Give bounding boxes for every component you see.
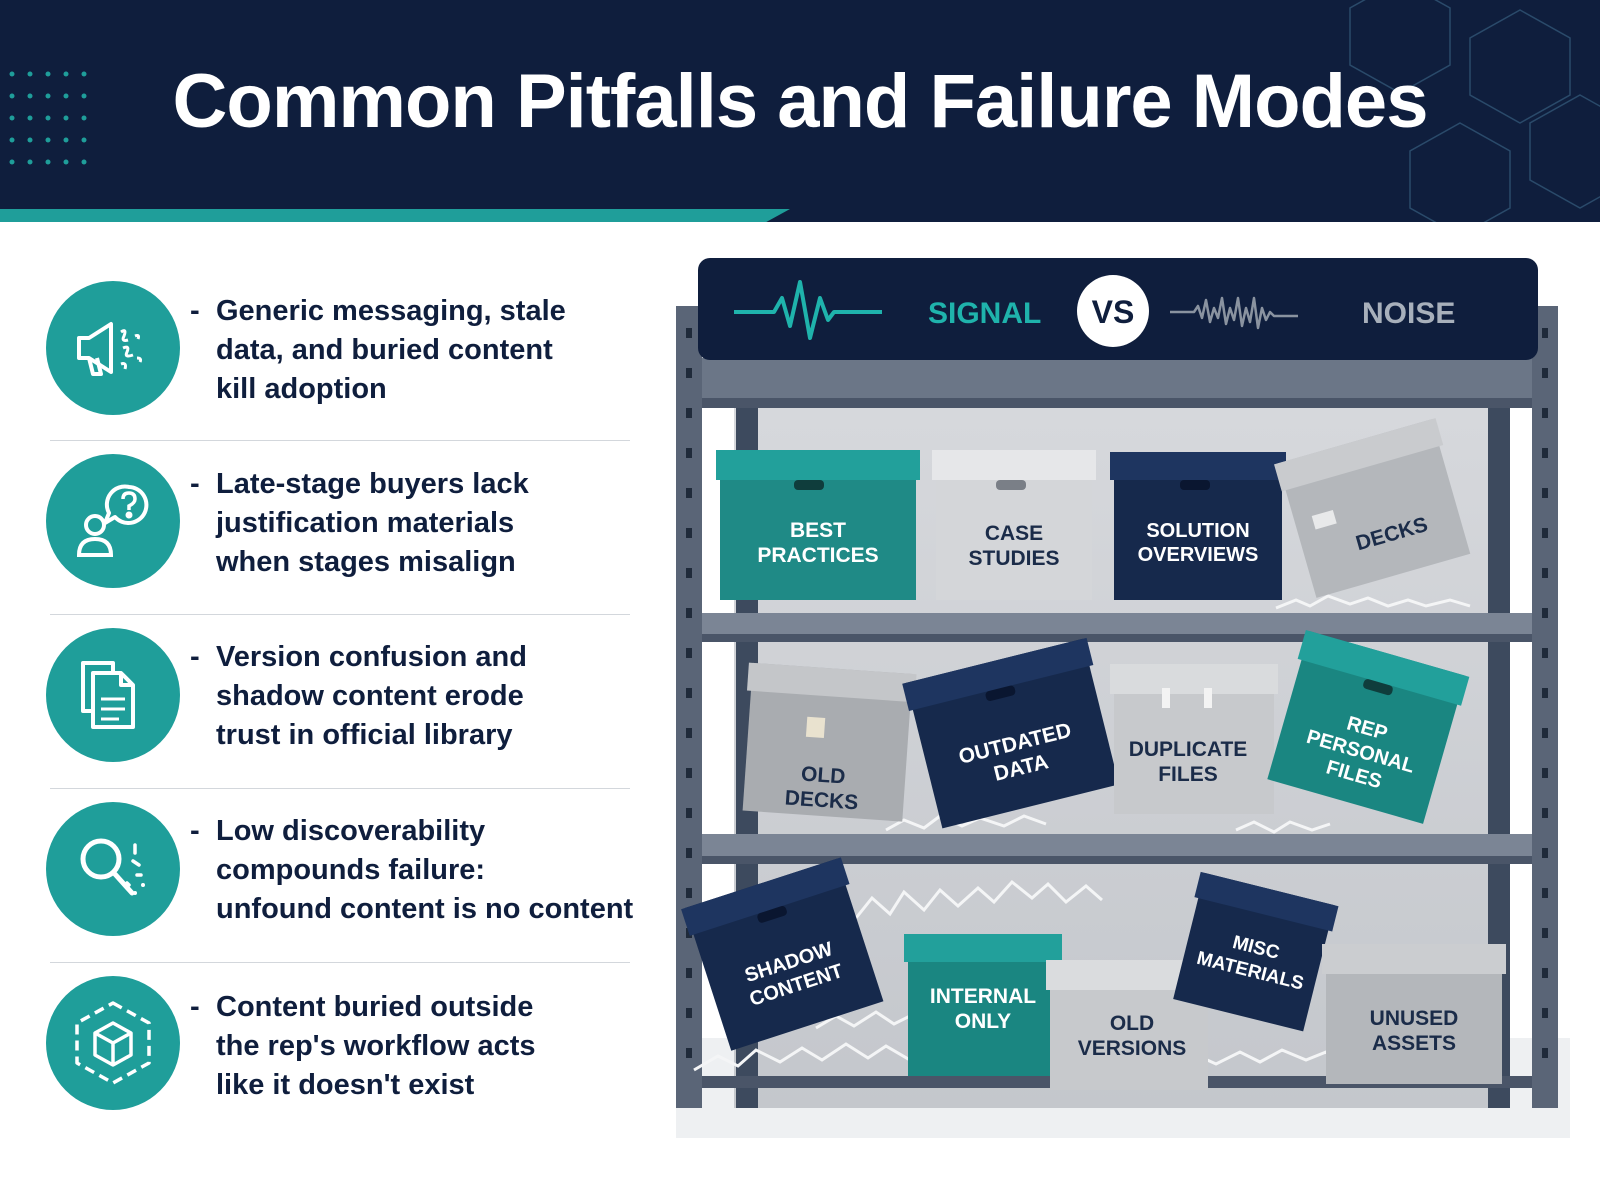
box-old-decks: OLDDECKS <box>742 662 917 822</box>
pitfall-text: - Generic messaging, stale data, and bur… <box>190 295 566 405</box>
list-item: - Low discoverability compounds failure:… <box>44 802 633 952</box>
documents-icon <box>46 628 180 762</box>
user-question-icon <box>46 454 180 588</box>
header-accent-stripe <box>0 209 790 222</box>
divider <box>50 788 630 789</box>
box-rep-personal-files: REPPERSONALFILES <box>1267 630 1470 824</box>
box-shadow-content: SHADOWCONTENT <box>681 857 884 1051</box>
megaphone-icon <box>46 281 180 415</box>
divider <box>50 440 630 441</box>
noise-label: NOISE <box>1362 297 1455 330</box>
box-decks: DECKS <box>1274 418 1471 598</box>
pitfall-text: - Late-stage buyers lack justification m… <box>190 468 529 578</box>
dot-grid-decoration <box>9 71 87 165</box>
hexagon-pattern-decoration <box>1349 0 1600 222</box>
box-misc-materials: MISCMATERIALS <box>1173 871 1339 1032</box>
vs-label: VS <box>1092 294 1135 330</box>
box-label: OLDDECKS <box>784 762 861 815</box>
page-title: Common Pitfalls and Failure Modes <box>172 59 1429 144</box>
signal-wave-icon <box>734 280 882 340</box>
cube-icon <box>46 976 180 1110</box>
pitfall-text: - Version confusion and shadow content e… <box>190 641 527 751</box>
magnifier-icon <box>46 802 180 936</box>
list-item: - Generic messaging, stale data, and bur… <box>44 278 629 428</box>
divider <box>50 962 630 963</box>
divider <box>50 614 630 615</box>
header-banner: Common Pitfalls and Failure Modes <box>0 0 1600 222</box>
list-item: - Version confusion and shadow content e… <box>44 628 629 778</box>
pitfall-text: - Content buried outside the rep's workf… <box>190 991 536 1101</box>
signal-label: SIGNAL <box>928 297 1041 330</box>
list-item: - Late-stage buyers lack justification m… <box>44 454 629 604</box>
pitfall-text: - Low discoverability compounds failure:… <box>190 815 634 925</box>
noise-wave-icon <box>1170 296 1298 330</box>
box-outdated-data: OUTDATEDDATA <box>902 637 1119 829</box>
vs-badge <box>1077 275 1149 347</box>
list-item: - Content buried outside the rep's workf… <box>44 976 629 1126</box>
